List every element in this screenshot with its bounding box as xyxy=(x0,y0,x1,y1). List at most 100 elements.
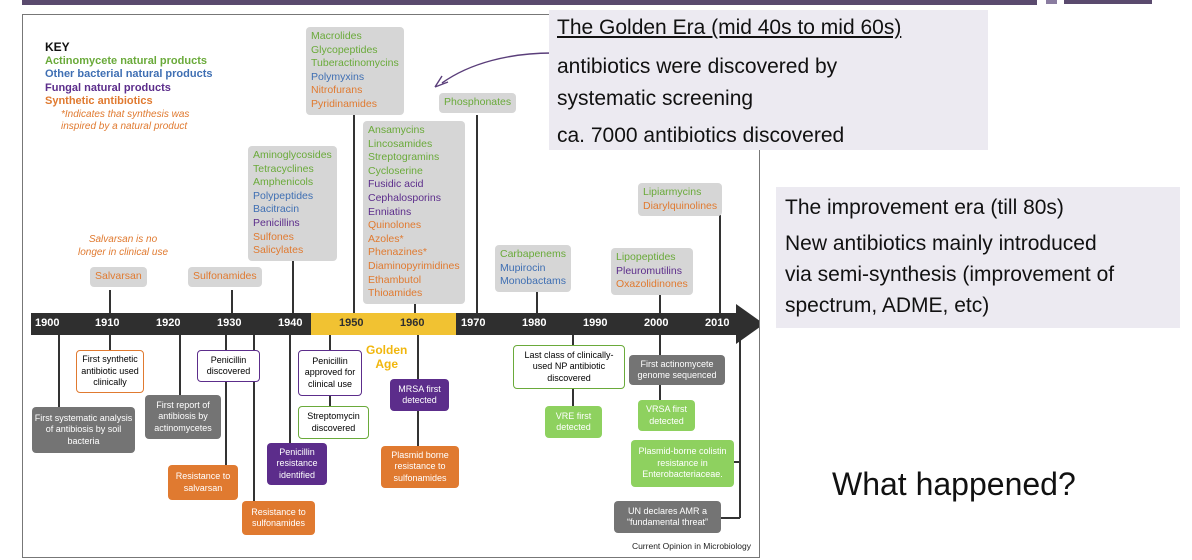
year-2000: 2000 xyxy=(644,317,669,329)
connector-penicillin-approved xyxy=(329,335,331,351)
class-entry: Penicillins xyxy=(253,216,300,229)
class-entry: Cephalosporins xyxy=(368,191,441,204)
class-box-phosphonates: Phosphonates xyxy=(439,93,517,113)
golden-age-label-line1: Golden xyxy=(366,343,408,357)
class-entry: Bacitracin xyxy=(253,203,300,216)
figure-credit: Current Opinion in Microbiology xyxy=(631,541,751,551)
year-1950: 1950 xyxy=(339,317,364,329)
connector-mrsa xyxy=(417,335,419,379)
class-entry: Fusidic acid xyxy=(368,178,424,191)
connector-streptomycin xyxy=(329,395,331,407)
class-entry: Quinolones xyxy=(368,219,422,232)
event-penicillin-discovered: Penicillin discovered xyxy=(197,350,260,382)
pointer-arrow xyxy=(434,52,553,88)
pointer-arrow-head xyxy=(434,75,449,88)
connector-colistin-horizontal xyxy=(733,461,740,463)
golden-era-line2: systematic screening xyxy=(557,87,754,110)
connector-2000s xyxy=(659,290,661,313)
class-entry: Tetracyclines xyxy=(253,162,314,175)
key-bacterial: Other bacterial natural products xyxy=(45,68,213,80)
golden-era-title: The Golden Era (mid 40s to mid 60s) xyxy=(557,16,902,39)
legend-key: KEY Actinomycete natural products Other … xyxy=(45,40,213,134)
class-entry: Enniatins xyxy=(368,205,412,218)
event-penicillin-approved: Penicillin approved for clinical use xyxy=(298,350,362,396)
question-text: What happened? xyxy=(832,466,1076,502)
golden-era-panel: The Golden Era (mid 40s to mid 60s) anti… xyxy=(549,10,988,150)
connector-plasmid-sulfonamides xyxy=(417,411,419,447)
golden-era-line3: ca. 7000 antibiotics discovered xyxy=(557,124,845,147)
class-entry: Streptogramins xyxy=(368,151,440,164)
key-synthetic: Synthetic antibiotics xyxy=(45,95,153,107)
class-entry: Polymyxins xyxy=(311,70,365,83)
year-1930: 1930 xyxy=(217,317,242,329)
class-entry: Mupirocin xyxy=(500,261,546,274)
connector-last-np-class xyxy=(572,335,574,345)
title-bar-end xyxy=(1064,0,1152,4)
salvarsan-note-line2: longer in clinical use xyxy=(77,247,169,258)
improvement-era-line3: via semi-synthesis (improvement of xyxy=(785,263,1115,286)
class-box-sulfonamides: Sulfonamides xyxy=(188,267,262,287)
class-entry: Salvarsan xyxy=(95,270,142,282)
class-box-salvarsan: Salvarsan xyxy=(90,267,147,287)
connector-1980s xyxy=(536,290,538,313)
salvarsan-note-line1: Salvarsan is no xyxy=(88,234,158,245)
golden-age-label-line2: Age xyxy=(375,357,398,371)
key-actinomycete: Actinomycete natural products xyxy=(45,54,207,67)
class-entry: Sulfonamides xyxy=(193,270,257,282)
salvarsan-note: Salvarsan is no longer in clinical use xyxy=(63,233,183,259)
year-1960: 1960 xyxy=(400,317,425,329)
class-entry: Diaminopyrimidines xyxy=(368,259,460,272)
year-2010: 2010 xyxy=(705,317,730,329)
class-entry: Monobactams xyxy=(500,275,566,288)
connector-resistance-sulfonamides xyxy=(253,335,255,502)
connector-vre xyxy=(572,389,574,407)
year-1990: 1990 xyxy=(583,317,608,329)
event-last-np-class: Last class of clinically-used NP antibio… xyxy=(513,345,625,389)
class-entry: Phosphonates xyxy=(444,96,512,108)
golden-era-line1: antibiotics were discovered by xyxy=(557,55,838,78)
connector-actinomycetes xyxy=(179,335,181,397)
class-entry: Salicylates xyxy=(253,244,304,257)
golden-age-label: Golden Age xyxy=(366,343,407,371)
improvement-era-line2: New antibiotics mainly introduced xyxy=(785,232,1097,255)
pointer-arrow-curve xyxy=(441,52,553,84)
improvement-era-line4: spectrum, ADME, etc) xyxy=(785,294,990,317)
class-entry: Cycloserine xyxy=(368,164,423,177)
golden-age-band xyxy=(311,313,456,335)
class-entry: Polypeptides xyxy=(253,189,314,202)
class-entry: Lipiarmycins xyxy=(643,186,702,198)
class-entry: Lincosamides xyxy=(368,137,433,150)
class-entry: Macrolides xyxy=(311,30,362,42)
event-streptomycin: Streptomycin discovered xyxy=(298,406,369,439)
class-entry: Azoles* xyxy=(368,232,404,245)
improvement-era-panel: The improvement era (till 80s) New antib… xyxy=(776,187,1180,328)
timeline-arrow xyxy=(736,304,759,344)
connector-soil-bacteria xyxy=(58,335,60,409)
year-1910: 1910 xyxy=(95,317,120,329)
key-fungal: Fungal natural products xyxy=(45,81,171,94)
connector-1960s xyxy=(414,302,416,313)
event-resistance-sulfonamides: Resistance to sulfonamides xyxy=(242,501,315,535)
event-genome: First actinomycete genome sequenced xyxy=(629,355,725,385)
event-un-amr: UN declares AMR a “fundamental threat” xyxy=(614,501,721,533)
connector-penicillin xyxy=(225,335,227,351)
connector-salvarsan xyxy=(109,290,111,313)
event-mrsa: MRSA first detected xyxy=(390,379,449,411)
event-colistin: Plasmid-borne colistin resistance in Ent… xyxy=(631,440,734,487)
class-entry: Aminoglycosides xyxy=(253,149,332,161)
year-1900: 1900 xyxy=(35,317,60,329)
event-actinomycetes: First report of antibiosis by actinomyce… xyxy=(145,395,221,439)
class-entry: Ansamycins xyxy=(368,124,425,136)
connector-genome xyxy=(659,335,661,355)
connector-colistin xyxy=(739,335,741,518)
class-entry: Sulfones xyxy=(253,230,294,243)
class-entry: Pyridinamides xyxy=(311,97,377,110)
event-vrsa: VRSA first detected xyxy=(638,400,695,431)
key-title: KEY xyxy=(45,40,70,54)
event-plasmid-sulfonamides: Plasmid borne resistance to sulfonamides xyxy=(381,446,459,488)
